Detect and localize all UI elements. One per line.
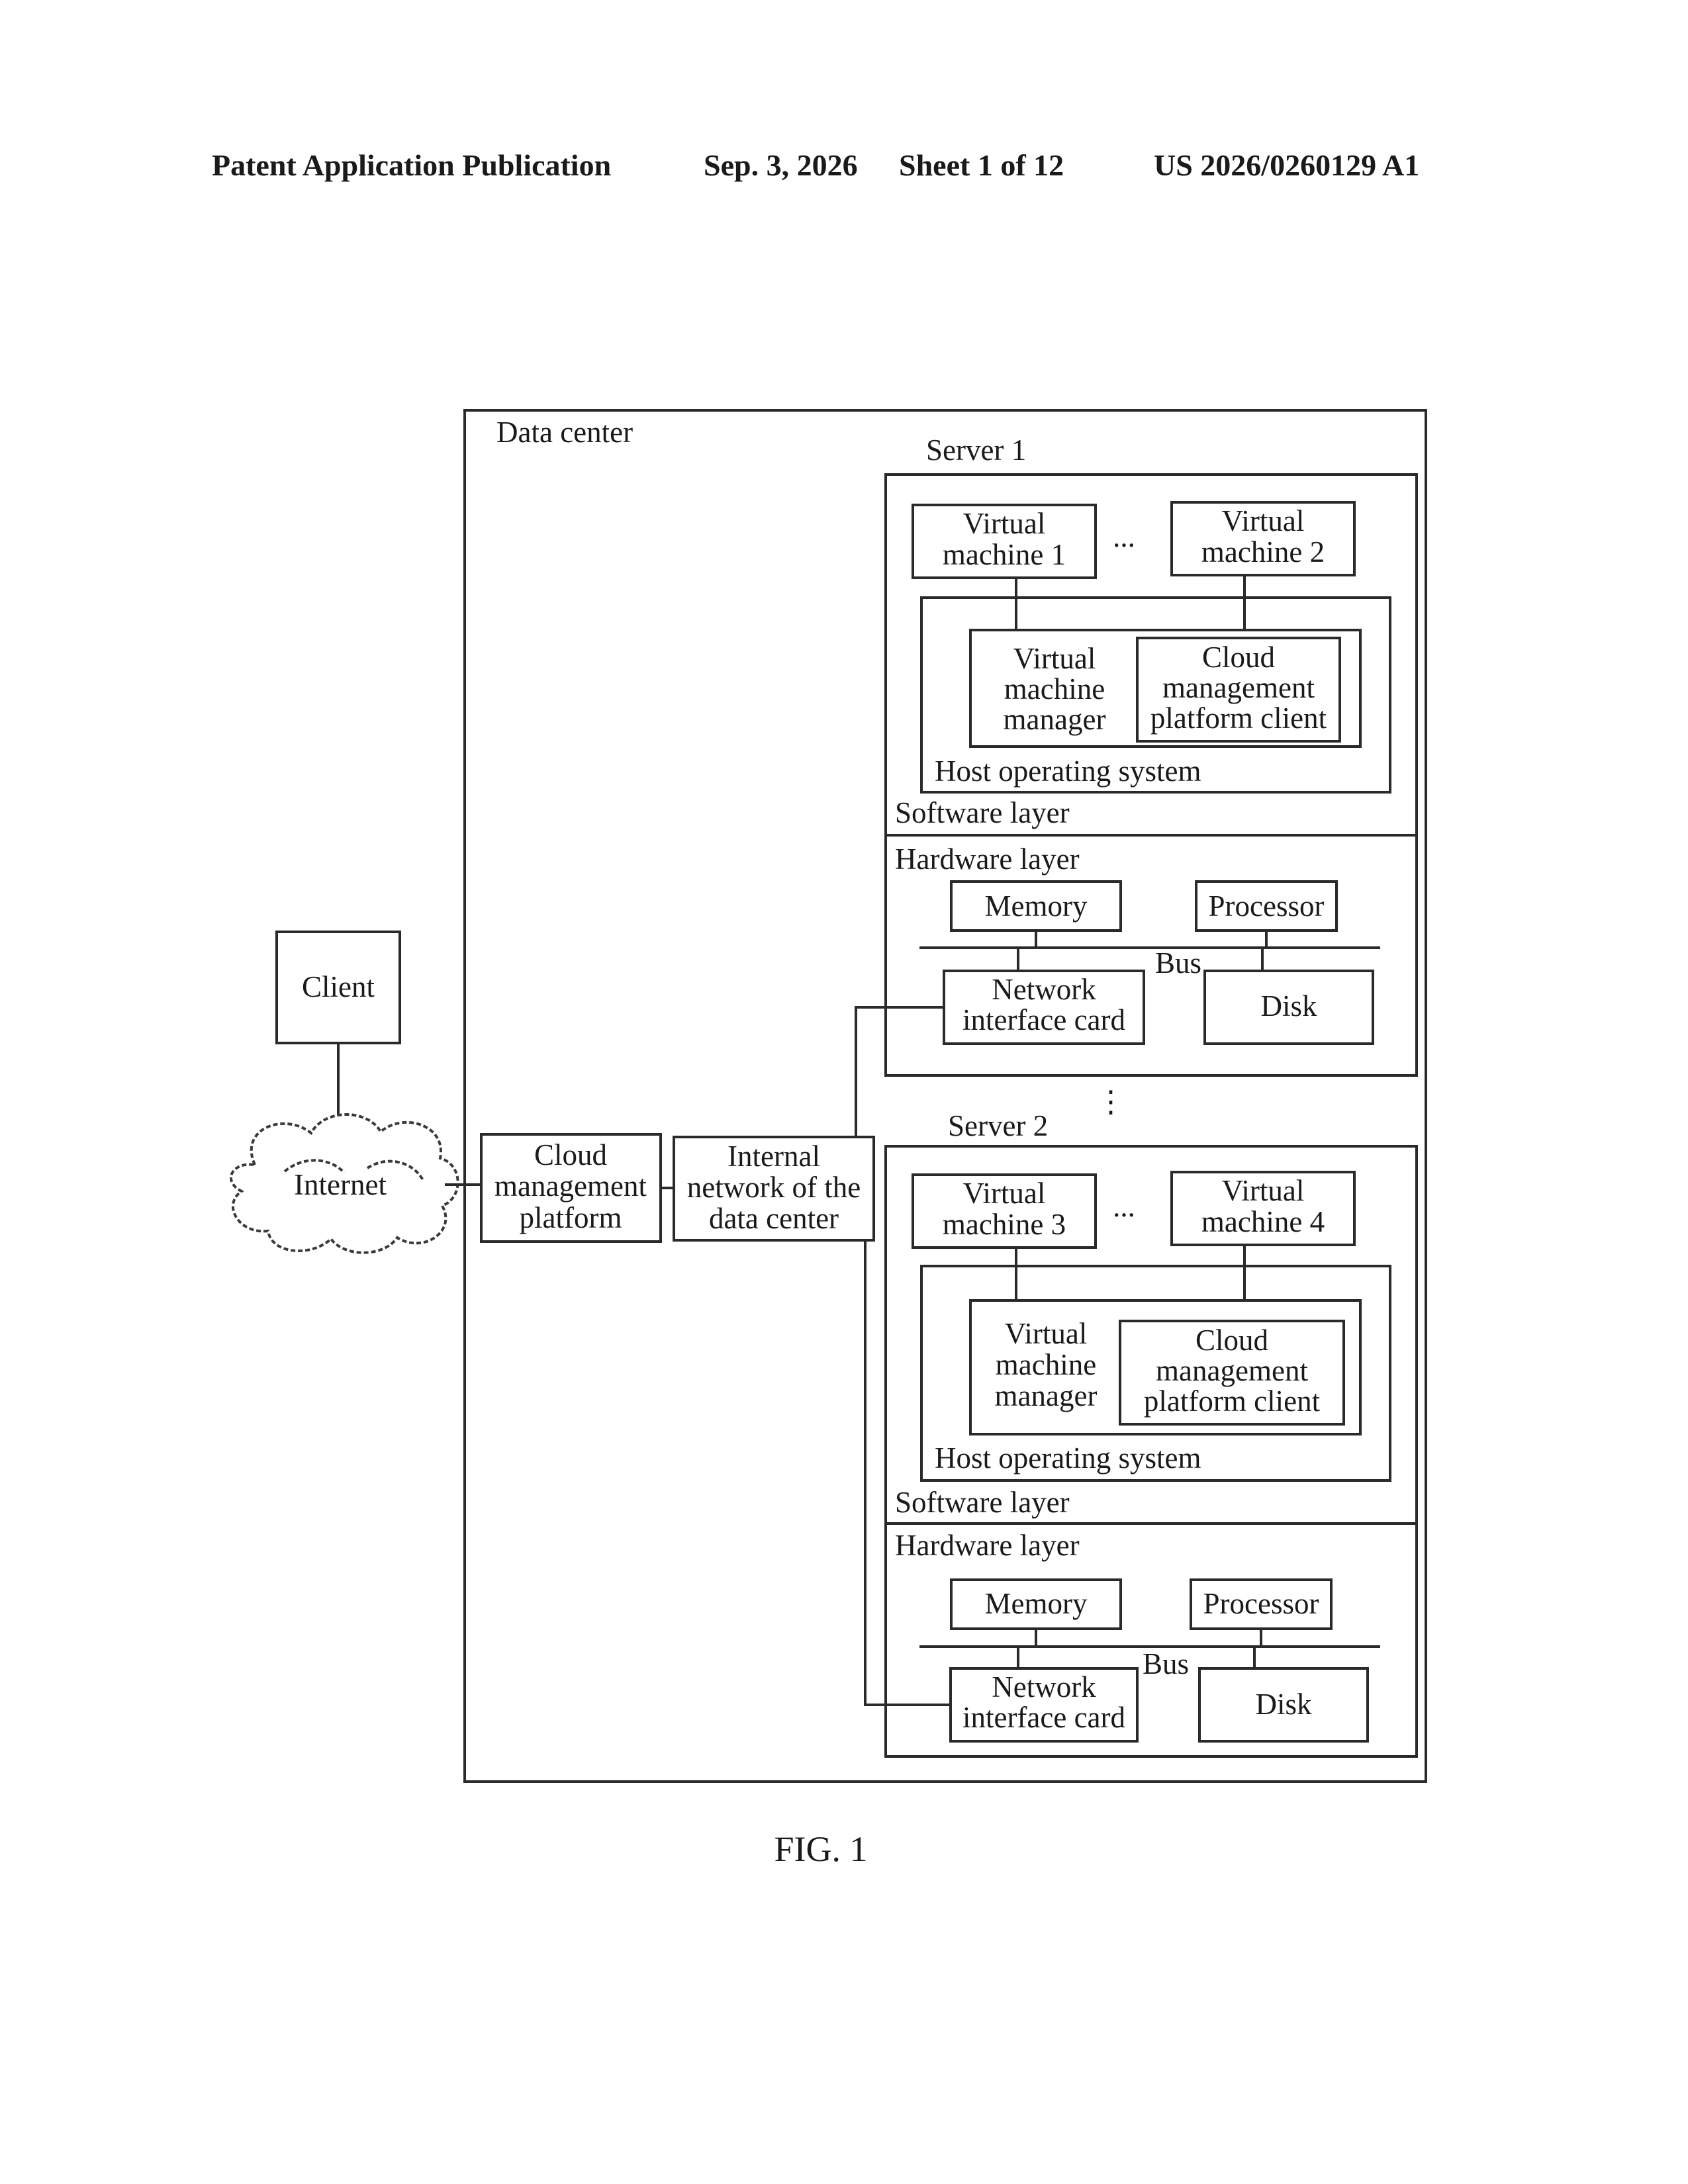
server2-software-layer-label: Software layer — [895, 1486, 1070, 1519]
server1-vm1-line-1: Virtual — [963, 507, 1046, 540]
internal-network-line-3: data center — [709, 1202, 839, 1235]
server1-bus-label: Bus — [1155, 946, 1201, 979]
figure-label: FIG. 1 — [774, 1829, 867, 1869]
server1-hardware-layer-label: Hardware layer — [895, 842, 1080, 876]
server2-hardware-layer-label: Hardware layer — [895, 1529, 1080, 1562]
server2-vmm-line-2: machine — [996, 1348, 1096, 1381]
server2-vm-ellipsis: ... — [1113, 1190, 1135, 1223]
server2-vm3-line-2: machine 3 — [943, 1208, 1066, 1241]
server1-processor-label: Processor — [1209, 889, 1325, 923]
server2-cmp-client-line-1: Cloud — [1196, 1324, 1268, 1357]
server1-cmp-client-line-3: platform client — [1150, 702, 1327, 735]
server1-nic-line-2: interface card — [962, 1003, 1125, 1036]
server2-disk-label: Disk — [1255, 1688, 1312, 1721]
server1-vm1-line-2: machine 1 — [943, 538, 1066, 571]
server1-vm2-line-1: Virtual — [1222, 504, 1305, 537]
internet-label: Internet — [294, 1168, 387, 1201]
server1-vmm-line-1: Virtual — [1013, 642, 1096, 675]
server2-vm3-line-1: Virtual — [963, 1177, 1046, 1210]
server2-host-os-label: Host operating system — [935, 1441, 1201, 1475]
server1-software-layer-label: Software layer — [895, 796, 1070, 829]
server2-nic-line-1: Network — [992, 1670, 1096, 1704]
servers-vertical-ellipsis: ⋮ — [1096, 1085, 1126, 1118]
server2-memory-label: Memory — [985, 1587, 1088, 1620]
server1-vm-ellipsis: ... — [1113, 520, 1135, 553]
cloud-platform-line-1: Cloud — [534, 1138, 607, 1171]
internal-network-line-2: network of the — [687, 1171, 861, 1204]
server1-host-os-label: Host operating system — [935, 754, 1201, 788]
cloud-platform-line-2: management — [494, 1169, 647, 1203]
server2-processor-label: Processor — [1203, 1587, 1319, 1620]
server2-cmp-client-line-3: platform client — [1144, 1385, 1321, 1418]
server2-vm4-line-1: Virtual — [1222, 1174, 1305, 1207]
server1-vm2-line-2: machine 2 — [1201, 535, 1325, 569]
server2-vmm-line-3: manager — [995, 1379, 1098, 1412]
server1-cmp-client-line-2: management — [1162, 671, 1315, 704]
server2-bus-label: Bus — [1143, 1647, 1189, 1680]
cloud-platform-line-3: platform — [520, 1201, 622, 1234]
client-label: Client — [302, 970, 375, 1003]
server1-disk-label: Disk — [1260, 989, 1317, 1023]
server2-nic-line-2: interface card — [962, 1701, 1125, 1734]
server1-cmp-client-line-1: Cloud — [1202, 641, 1275, 674]
server1-memory-label: Memory — [985, 889, 1088, 923]
internal-network-line-1: Internal — [727, 1140, 820, 1173]
server2-vmm-line-1: Virtual — [1005, 1317, 1088, 1350]
server2-cmp-client-line-2: management — [1156, 1354, 1308, 1387]
server1-title: Server 1 — [926, 433, 1026, 467]
server1-vmm-line-3: manager — [1004, 703, 1106, 736]
server2-title: Server 2 — [948, 1109, 1048, 1142]
data-center-label: Data center — [496, 416, 633, 449]
server1-vmm-line-2: machine — [1004, 672, 1105, 705]
server2-vm4-line-2: machine 4 — [1201, 1205, 1325, 1238]
server1-nic-line-1: Network — [992, 973, 1096, 1006]
network-link-server1 — [856, 1007, 944, 1137]
